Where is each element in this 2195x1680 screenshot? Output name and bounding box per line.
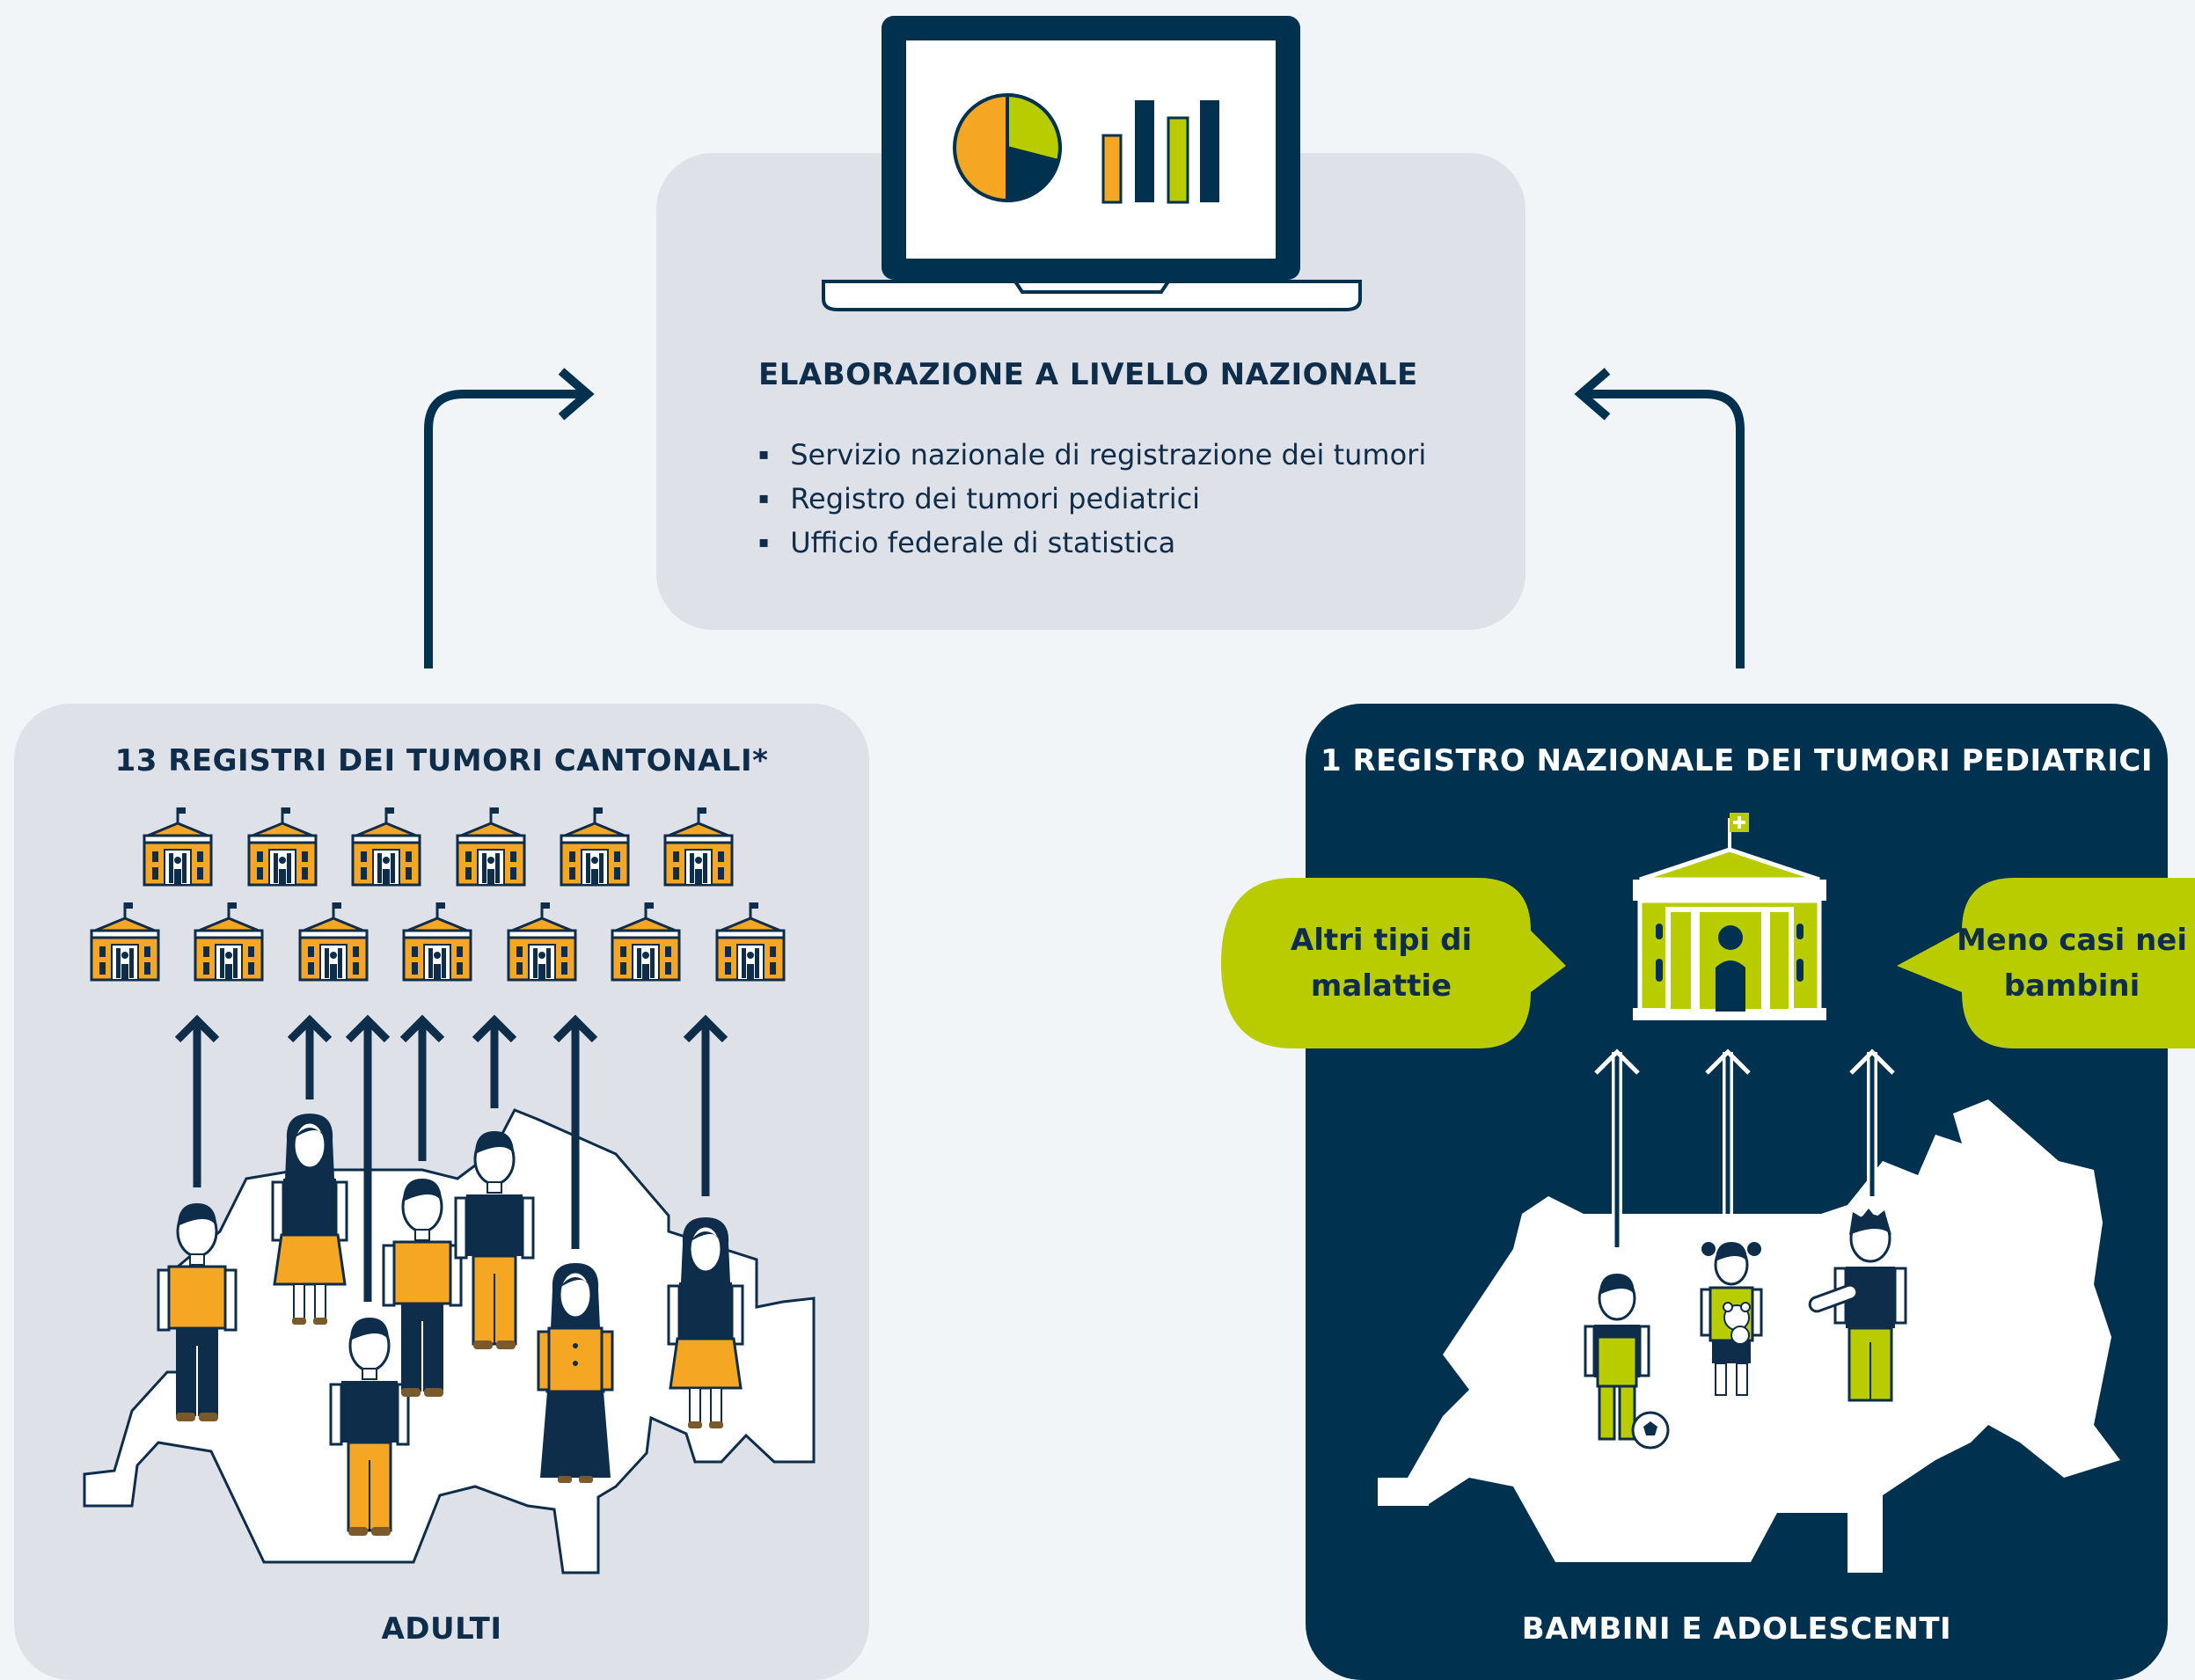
pie-chart-icon [953, 92, 1062, 203]
bubble-right-shape [1897, 878, 2195, 1048]
list-item: Ufficio federale di statistica [758, 523, 1426, 567]
adults-label: ADULTI [381, 1611, 502, 1647]
national-title: ELABORAZIONE A LIVELLO NAZIONALE [758, 357, 1418, 392]
bar-chart-icon [1101, 100, 1219, 204]
arrow-head-right [1574, 368, 1611, 420]
arrow-right-to-national [1581, 390, 1745, 668]
switzerland-map [83, 1108, 816, 1574]
cantonal-title: 13 REGISTRI DEI TUMORI CANTONALI* [114, 743, 769, 778]
arrow-left-to-national [424, 390, 588, 668]
children-label: BAMBINI E ADOLESCENTI [1521, 1611, 1952, 1647]
upward-arrows-adults [174, 1014, 728, 1302]
list-item: Registro dei tumori pediatrici [758, 479, 1426, 523]
bubble-left-shape [1221, 878, 1566, 1048]
arrow-head-left [558, 368, 595, 420]
bubble-fewer-cases: Meno casi nei bambini [1956, 923, 2188, 1004]
registry-building-icons [90, 806, 786, 982]
list-item: Servizio nazionale di registrazione dei … [758, 435, 1426, 479]
pediatric-registry-building-icon [1633, 813, 1826, 1020]
national-bullet-list: Servizio nazionale di registrazione dei … [758, 435, 1426, 567]
bubble-other-diseases: Altri tipi di malattie [1290, 923, 1473, 1004]
laptop-icon [822, 16, 1362, 311]
pediatric-title: 1 REGISTRO NAZIONALE DEI TUMORI PEDIATRI… [1321, 743, 2153, 778]
upward-arrows-children [1594, 1048, 1895, 1247]
